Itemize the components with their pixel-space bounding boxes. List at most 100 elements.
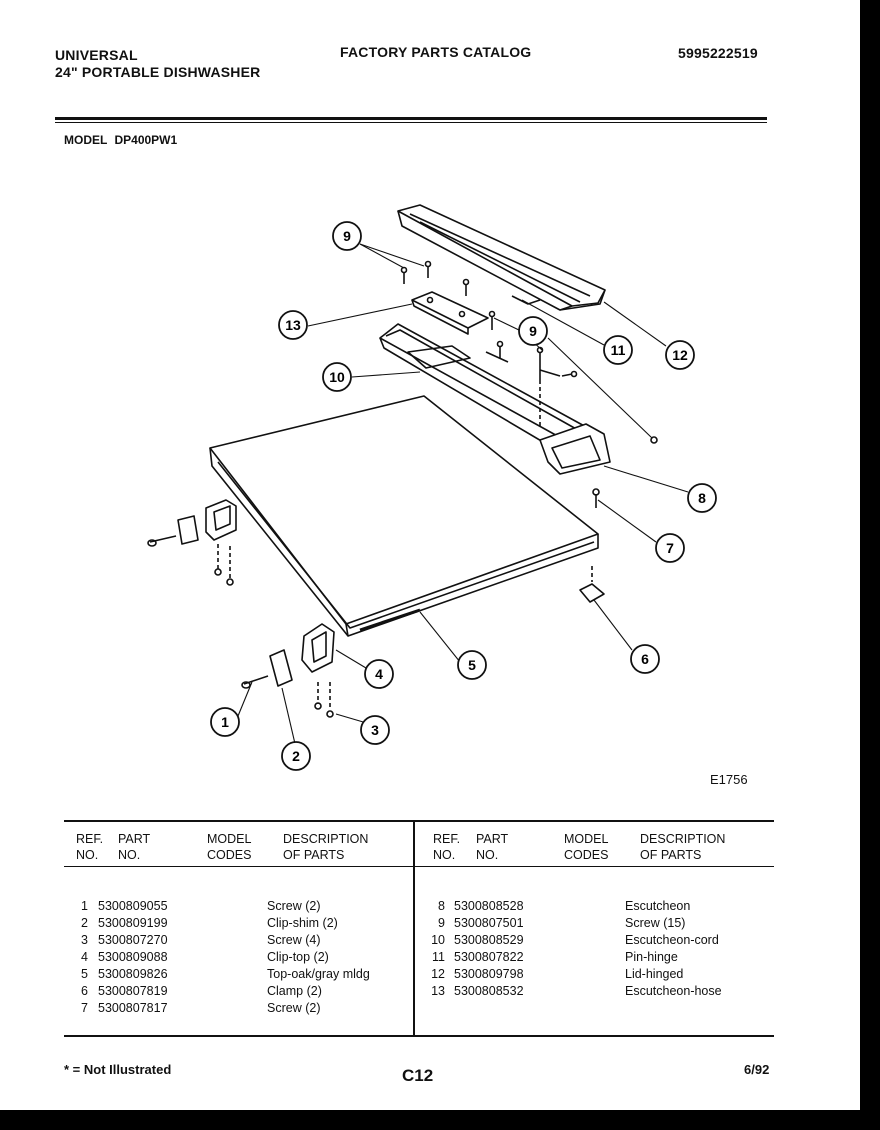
callout-9b: 9 bbox=[518, 316, 548, 346]
cell-ref: 5 bbox=[81, 967, 88, 981]
header-rule-thin bbox=[55, 122, 767, 123]
table-top-rule bbox=[64, 820, 774, 822]
front-clip-assembly bbox=[241, 623, 335, 718]
table-row: 2 5300809199 Clip-shim (2) bbox=[64, 915, 774, 932]
cell-ref: 1 bbox=[81, 899, 88, 913]
svg-text:12: 12 bbox=[672, 347, 688, 363]
table-row: 3 5300807270 Screw (4) bbox=[64, 932, 774, 949]
cell-part: 5300807819 bbox=[98, 984, 168, 998]
svg-text:3: 3 bbox=[371, 722, 379, 738]
callout-7: 7 bbox=[655, 533, 685, 563]
cell-desc: Screw (2) bbox=[267, 1001, 321, 1015]
cell-desc: Top-oak/gray mldg bbox=[267, 967, 370, 981]
page-number: C12 bbox=[402, 1066, 434, 1085]
cell-desc: Clamp (2) bbox=[267, 984, 322, 998]
table-row: 1 5300809055 Screw (2) bbox=[64, 898, 774, 915]
svg-text:13: 13 bbox=[285, 317, 301, 333]
table-divider bbox=[413, 820, 415, 1036]
cell-desc: Clip-shim (2) bbox=[267, 916, 338, 930]
cell-ref: 10 bbox=[431, 933, 445, 947]
cell-ref: 9 bbox=[438, 916, 445, 930]
svg-text:10: 10 bbox=[329, 369, 345, 385]
top-oak-gray-mldg-part bbox=[209, 395, 599, 637]
cell-part: 5300807817 bbox=[98, 1001, 168, 1015]
table-row: 5 5300809826 Top-oak/gray mldg bbox=[64, 966, 774, 983]
cell-part: 5300807270 bbox=[98, 933, 168, 947]
cell-desc: Screw (15) bbox=[625, 916, 686, 930]
callout-5: 5 bbox=[457, 650, 487, 680]
callout-10: 10 bbox=[322, 362, 352, 392]
cell-desc: Escutcheon bbox=[625, 899, 691, 913]
cell-part: 5300809055 bbox=[98, 899, 168, 913]
callout-4: 4 bbox=[364, 659, 394, 689]
figure-id: E1756 bbox=[710, 772, 748, 787]
catalog-title: FACTORY PARTS CATALOG bbox=[340, 44, 532, 60]
svg-text:4: 4 bbox=[375, 666, 383, 682]
cell-ref: 7 bbox=[81, 1001, 88, 1015]
svg-text:2: 2 bbox=[292, 748, 300, 764]
cell-part: 5300808528 bbox=[454, 899, 524, 913]
callout-group: 9 13 9 11 12 10 bbox=[210, 221, 717, 771]
col-ref-header: REF.NO. bbox=[76, 832, 104, 862]
cell-part: 5300808529 bbox=[454, 933, 524, 947]
callout-9a: 9 bbox=[332, 221, 362, 251]
callout-1: 1 bbox=[210, 707, 240, 737]
callout-2: 2 bbox=[281, 741, 311, 771]
cell-ref: 12 bbox=[431, 967, 445, 981]
cell-ref: 2 bbox=[81, 916, 88, 930]
cell-ref: 3 bbox=[81, 933, 88, 947]
cell-part: 5300809826 bbox=[98, 967, 168, 981]
col-ref-header-right: REF.NO. bbox=[433, 832, 461, 862]
svg-text:9: 9 bbox=[529, 323, 537, 339]
callout-8: 8 bbox=[687, 483, 717, 513]
table-row: 11 5300807822 Pin-hinge bbox=[64, 949, 774, 966]
cell-desc: Screw (2) bbox=[267, 899, 321, 913]
cell-part: 5300809798 bbox=[454, 967, 524, 981]
escutcheon-hose-part bbox=[411, 291, 489, 335]
clamp-part bbox=[579, 566, 605, 603]
catalog-number: 5995222519 bbox=[678, 45, 758, 61]
model-line: MODEL DP400PW1 bbox=[64, 133, 177, 147]
cell-ref: 13 bbox=[431, 984, 445, 998]
lid-hinged-part bbox=[397, 204, 606, 311]
callout-3: 3 bbox=[360, 715, 390, 745]
cell-desc: Pin-hinge bbox=[625, 950, 678, 964]
cell-ref: 11 bbox=[432, 950, 445, 964]
cell-desc: Escutcheon-cord bbox=[625, 933, 719, 947]
cell-ref: 4 bbox=[81, 950, 88, 964]
table-bottom-rule bbox=[64, 1035, 774, 1037]
cell-desc: Escutcheon-hose bbox=[625, 984, 722, 998]
header-rule bbox=[55, 117, 767, 120]
callout-6: 6 bbox=[630, 644, 660, 674]
svg-text:5: 5 bbox=[468, 657, 476, 673]
exploded-parts-diagram: 9 13 9 11 12 10 bbox=[147, 204, 748, 787]
product-label: 24" PORTABLE DISHWASHER bbox=[55, 64, 261, 80]
cell-part: 5300808532 bbox=[454, 984, 524, 998]
brand-label: UNIVERSAL bbox=[55, 47, 138, 63]
cell-part: 5300807822 bbox=[454, 950, 524, 964]
cell-desc: Clip-top (2) bbox=[267, 950, 329, 964]
model-label: MODEL bbox=[64, 133, 108, 147]
svg-text:6: 6 bbox=[641, 651, 649, 667]
cell-ref: 6 bbox=[81, 984, 88, 998]
cell-part: 5300809199 bbox=[98, 916, 168, 930]
catalog-sheet: UNIVERSAL 24" PORTABLE DISHWASHER FACTOR… bbox=[0, 0, 860, 1110]
callout-13: 13 bbox=[278, 310, 308, 340]
svg-text:7: 7 bbox=[666, 540, 674, 556]
svg-text:1: 1 bbox=[221, 714, 229, 730]
not-illustrated-note: * = Not Illustrated bbox=[64, 1062, 172, 1077]
cell-desc: Screw (4) bbox=[267, 933, 321, 947]
left-clip-assembly bbox=[147, 499, 237, 586]
table-row: 7 5300807817 Screw (2) bbox=[64, 1000, 774, 1017]
table-row: 10 5300808529 Escutcheon-cord bbox=[64, 932, 774, 949]
